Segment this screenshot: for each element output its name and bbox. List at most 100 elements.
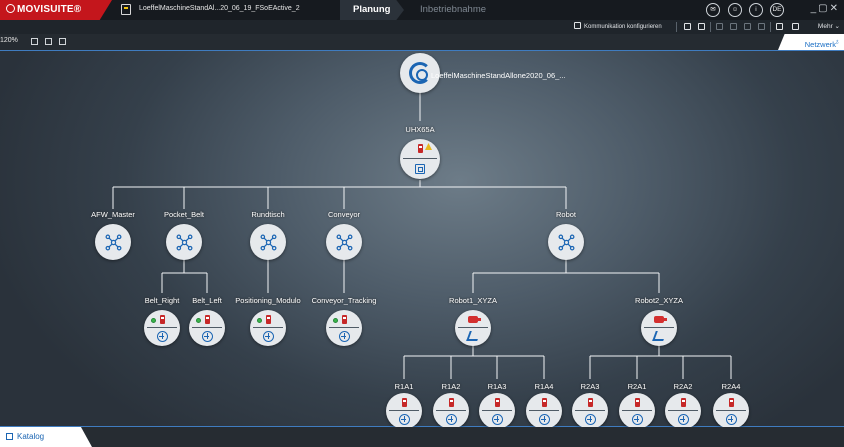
robot-axis-label: R2A1 — [627, 382, 647, 391]
close-icon[interactable]: ✕ — [829, 3, 840, 14]
tab-planung[interactable]: Planung — [340, 0, 404, 20]
robot-node-robot1-xyza[interactable] — [455, 310, 491, 346]
cursor-icon[interactable] — [792, 23, 799, 30]
group-node-robot[interactable] — [548, 224, 584, 260]
zoom-level[interactable]: 120% — [0, 37, 18, 44]
motor-icon — [398, 414, 410, 425]
mail-icon[interactable]: ✉ — [706, 3, 720, 17]
robot-controller-icon — [654, 316, 667, 323]
expand-icon[interactable] — [45, 38, 52, 45]
language-button[interactable]: DE — [770, 3, 784, 17]
collapse-icon[interactable] — [59, 38, 66, 45]
fit-view-icon[interactable] — [31, 38, 38, 45]
robot-axis-node-r1a1[interactable] — [386, 393, 422, 429]
robot-axis-label: R1A1 — [394, 382, 414, 391]
minimize-icon[interactable]: _ — [810, 3, 819, 14]
robot-label: Robot1_XYZA — [449, 296, 497, 305]
network-group-icon — [105, 234, 121, 250]
tab-inbetriebnahme[interactable]: Inbetriebnahme — [420, 4, 487, 15]
title-bar: MOVISUITE® LoeffelMaschineStandAl...20_0… — [0, 0, 844, 20]
safety-key-icon — [257, 318, 262, 323]
status-bar: Katalog — [0, 427, 844, 447]
robot-axis-label: R2A4 — [721, 382, 741, 391]
mehr-menu[interactable]: Mehr ⌄ — [818, 22, 840, 30]
toolbar: Kommunikation konfigurieren Mehr ⌄ — [0, 20, 844, 34]
robot-axis-node-r2a1[interactable] — [619, 393, 655, 429]
project-root-node[interactable] — [400, 53, 440, 93]
kommunikation-konfigurieren-button[interactable]: Kommunikation konfigurieren — [574, 22, 662, 30]
drive-icon — [681, 398, 686, 407]
robot-axis-node-r1a2[interactable] — [433, 393, 469, 429]
node-divider — [482, 410, 512, 411]
home-icon[interactable] — [776, 23, 783, 30]
group-node-conveyor[interactable] — [326, 224, 362, 260]
node-divider — [403, 158, 437, 159]
controller-node[interactable] — [400, 139, 440, 179]
axis-node-belt-right[interactable] — [144, 310, 180, 346]
project-file-icon — [121, 4, 131, 15]
project-root-label: LoeffelMaschineStandAllone2020_06_... — [431, 71, 566, 80]
robot-controller-icon — [468, 316, 481, 323]
group-node-rundtisch[interactable] — [250, 224, 286, 260]
node-divider — [529, 410, 559, 411]
robot-axis-label: R1A3 — [487, 382, 507, 391]
axis-node-belt-left[interactable] — [189, 310, 225, 346]
node-divider — [389, 410, 419, 411]
grid-icon[interactable] — [730, 23, 737, 30]
netzwerk-label: ♁ Netzwerk — [804, 37, 840, 49]
robot-axis-node-r2a2[interactable] — [665, 393, 701, 429]
node-divider — [644, 327, 674, 328]
info-icon[interactable]: i — [749, 3, 763, 17]
copy-icon[interactable] — [744, 23, 751, 30]
motor-icon — [338, 331, 350, 342]
motor-icon — [631, 414, 643, 425]
controller-label: UHX65A — [405, 125, 435, 134]
motor-icon — [677, 414, 689, 425]
robot-node-robot2-xyza[interactable] — [641, 310, 677, 346]
robot-label: Robot2_XYZA — [635, 296, 683, 305]
node-divider — [622, 410, 652, 411]
robot-axis-node-r2a4[interactable] — [713, 393, 749, 429]
katalog-tab[interactable]: Katalog — [0, 427, 92, 447]
robot-axis-node-r1a3[interactable] — [479, 393, 515, 429]
brand-logo[interactable]: MOVISUITE® — [0, 0, 112, 20]
delete-icon[interactable] — [758, 23, 765, 30]
network-canvas[interactable]: LoeffelMaschineStandAllone2020_06_... UH… — [0, 50, 844, 429]
tab-planung-label: Planung — [353, 4, 391, 15]
axis-label: Belt_Left — [192, 296, 222, 305]
drive-icon — [495, 398, 500, 407]
network-group-icon — [558, 234, 574, 250]
robot-axis-node-r2a3[interactable] — [572, 393, 608, 429]
movisuite-project-icon — [409, 62, 431, 84]
restore-icon[interactable]: ▢ — [818, 3, 830, 14]
group-label: Conveyor — [327, 210, 361, 219]
safety-key-icon — [333, 318, 338, 323]
user-icon[interactable]: ☺ — [728, 3, 742, 17]
group-node-afw-master[interactable] — [95, 224, 131, 260]
topology-icon[interactable] — [684, 23, 691, 30]
person-icon[interactable] — [698, 23, 705, 30]
motor-icon — [445, 414, 457, 425]
drive-icon — [205, 315, 210, 324]
node-divider — [192, 327, 222, 328]
network-connections — [112, 92, 732, 379]
movisuite-logo-icon — [6, 4, 15, 13]
axis-node-conveyor-tracking[interactable] — [326, 310, 362, 346]
netzwerk-tab[interactable]: ♁ Netzwerk — [778, 34, 844, 50]
group-label: Robot — [555, 210, 577, 219]
filter-icon[interactable] — [716, 23, 723, 30]
network-config-icon — [574, 22, 581, 29]
network-group-icon — [176, 234, 192, 250]
robot-axis-node-r1a4[interactable] — [526, 393, 562, 429]
axis-node-positioning-modulo[interactable] — [250, 310, 286, 346]
drive-icon — [266, 315, 271, 324]
motor-icon — [156, 331, 168, 342]
group-node-pocket-belt[interactable] — [166, 224, 202, 260]
motor-icon — [584, 414, 596, 425]
drive-icon — [402, 398, 407, 407]
io-module-icon — [415, 164, 425, 174]
controller-icon — [418, 144, 423, 153]
network-group-icon — [336, 234, 352, 250]
group-label: Pocket_Belt — [163, 210, 205, 219]
node-divider — [458, 327, 488, 328]
